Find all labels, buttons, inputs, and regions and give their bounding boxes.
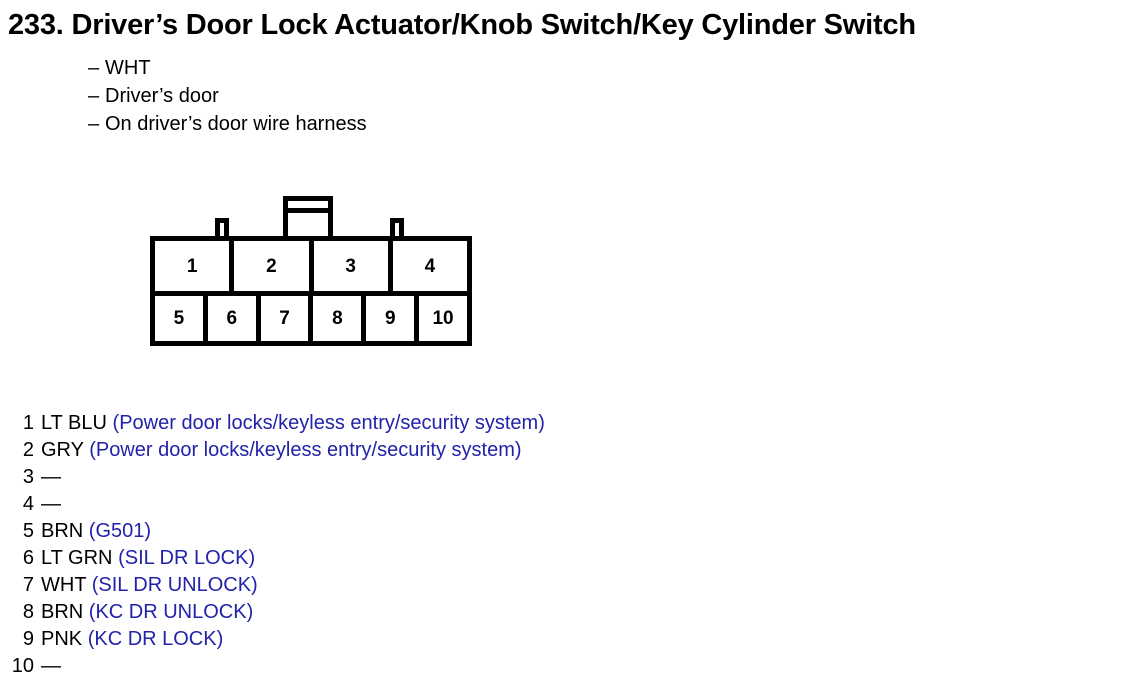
pin-circuit-description: (G501)	[88, 520, 152, 542]
pin-row: 3—	[0, 464, 545, 491]
connector-cavity-1: 1	[155, 241, 235, 291]
note-text: On driver’s door wire harness	[105, 113, 367, 135]
pin-number: 4	[22, 493, 34, 515]
connector-tab-right-icon	[390, 218, 404, 241]
pin-body: LT BLU (Power door locks/keyless entry/s…	[34, 410, 545, 437]
connector-cavity-10: 10	[432, 308, 454, 329]
pin-number: 10	[11, 655, 34, 677]
note-text: WHT	[105, 57, 151, 79]
pin-circuit-description: (KC DR LOCK)	[87, 628, 224, 650]
pin-body: BRN (KC DR UNLOCK)	[34, 599, 253, 626]
connector-note: –On driver’s door wire harness	[88, 110, 367, 138]
pin-wire-color: BRN	[41, 601, 84, 623]
pin-wire-color: —	[41, 466, 61, 488]
pin-number: 5	[22, 520, 34, 542]
pin-wire-color: LT GRN	[41, 547, 113, 569]
connector-tab-left-icon	[215, 218, 229, 241]
pin-wire-color: BRN	[41, 520, 84, 542]
pin-body: WHT (SIL DR UNLOCK)	[34, 572, 258, 599]
connector-cavity-2: 2	[234, 241, 314, 291]
connector-latch-bar-icon	[283, 208, 333, 213]
connector-cavity-7: 7	[261, 296, 314, 341]
pin-body: PNK (KC DR LOCK)	[34, 626, 223, 653]
pin-row: 10 —	[0, 653, 545, 680]
connector-cavity-3: 3	[314, 241, 393, 291]
page-title: 233. Driver’s Door Lock Actuator/Knob Sw…	[8, 9, 916, 41]
pin-wire-color: —	[41, 493, 61, 515]
connector-latch-icon	[283, 196, 333, 237]
pin-circuit-description: (SIL DR UNLOCK)	[91, 574, 258, 596]
connector-cavity-4: 4	[424, 255, 436, 277]
pin-body: —	[34, 464, 61, 491]
note-dash: –	[88, 113, 100, 135]
connector-cavity-9: 9	[366, 296, 420, 341]
pin-body: BRN (G501)	[34, 518, 151, 545]
pin-number: 9	[22, 628, 34, 650]
pin-number: 6	[22, 547, 34, 569]
pin-body: LT GRN (SIL DR LOCK)	[34, 545, 255, 572]
pin-wire-color: PNK	[41, 628, 83, 650]
pin-wire-color: —	[41, 655, 61, 677]
pin-circuit-description: (Power door locks/keyless entry/security…	[112, 412, 545, 434]
pin-wire-color: LT BLU	[41, 412, 107, 434]
pin-circuit-description: (Power door locks/keyless entry/security…	[89, 439, 522, 461]
pin-number: 2	[22, 439, 34, 461]
pin-circuit-description: (SIL DR LOCK)	[118, 547, 256, 569]
note-dash: –	[88, 57, 100, 79]
connector-cavity-5: 5	[155, 296, 208, 341]
pin-body: —	[34, 491, 61, 518]
pin-number: 1	[22, 412, 34, 434]
pin-wire-color: GRY	[41, 439, 84, 461]
note-text: Driver’s door	[105, 85, 219, 107]
pin-body: —	[34, 653, 61, 680]
connector-cavity-8: 8	[313, 296, 367, 341]
pin-circuit-description: (KC DR UNLOCK)	[88, 601, 254, 623]
pin-number: 7	[22, 574, 34, 596]
connector-note: –WHT	[88, 54, 367, 82]
note-dash: –	[88, 85, 100, 107]
pin-row: 4—	[0, 491, 545, 518]
connector-cavity-6: 6	[208, 296, 261, 341]
connector-notes-list: –WHT–Driver’s door–On driver’s door wire…	[88, 54, 367, 138]
pin-number: 8	[22, 601, 34, 623]
pin-number: 3	[22, 466, 34, 488]
pin-body: GRY (Power door locks/keyless entry/secu…	[34, 437, 522, 464]
pin-wire-color: WHT	[41, 574, 87, 596]
connector-note: –Driver’s door	[88, 82, 367, 110]
